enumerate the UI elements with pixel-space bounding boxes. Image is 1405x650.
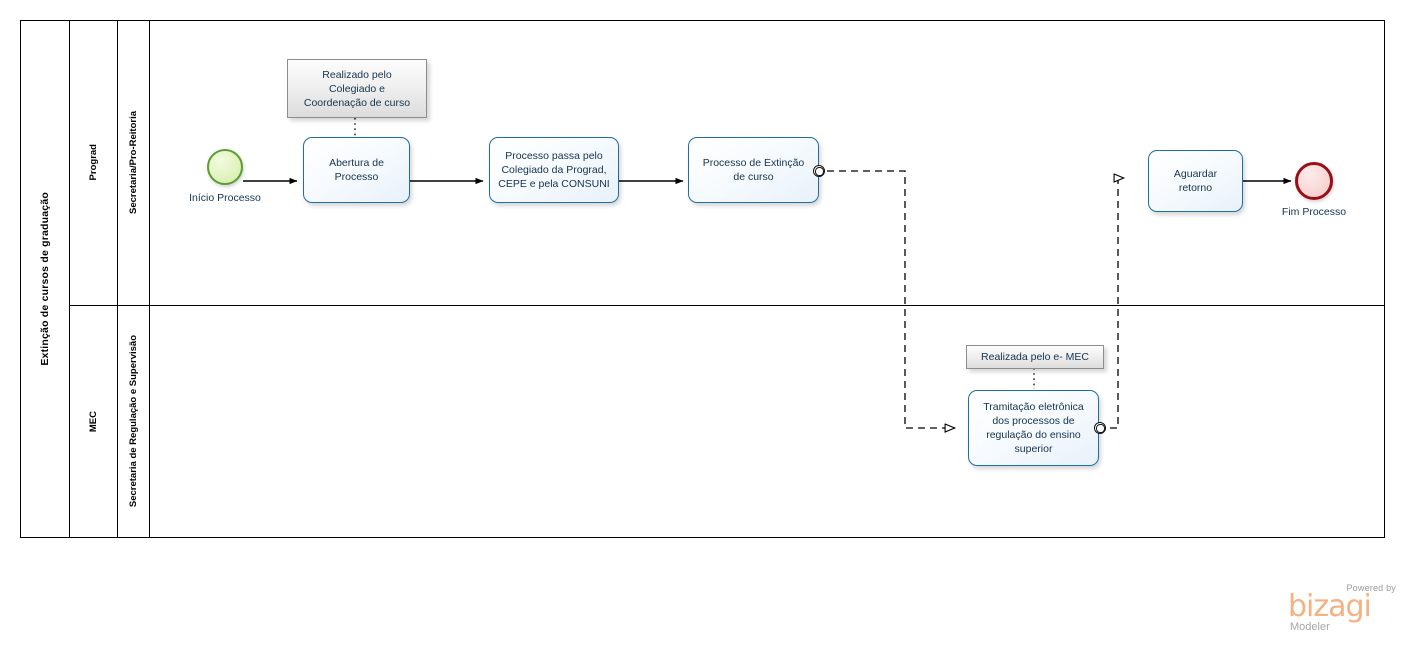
powered-by-label: Powered by [1346,583,1396,593]
annotation-label: Realizado pelo Colegiado e Coordenação d… [303,68,411,109]
task-label: Tramitação eletrônica dos processos de r… [983,401,1084,455]
annotation-realizada-pelo-e-mec: Realizada pelo e- MEC [966,345,1104,369]
pool-border [20,20,1385,538]
start-event-inicio-processo[interactable] [207,149,243,185]
task-processo-passa-pelo-colegiado[interactable]: Processo passa pelo Colegiado da Prograd… [489,137,619,203]
boundary-event-processo-extincao[interactable] [813,165,825,177]
annotation-label: Realizada pelo e- MEC [981,351,1089,363]
task-processo-de-extincao-de-curso[interactable]: Processo de Extinção de curso [688,137,819,203]
lane-divider [70,305,1385,306]
task-tramitacao-eletronica[interactable]: Tramitação eletrônica dos processos de r… [968,390,1099,466]
end-event-label: Fim Processo [1281,206,1347,218]
lane-role-cell-prograd: Secretaria/Pro-Reitoria [118,20,150,305]
message-flow-t3-to-t5 [827,170,955,428]
bizagi-logo-text: bizagi [1288,589,1372,624]
lane-role-cell-mec: Secretaria de Regulação e Supervisão [118,305,150,538]
lane-name-cell-mec: MEC [70,305,118,538]
message-flow-t5-to-t4 [1110,178,1124,429]
task-label: Abertura de Processo [329,157,384,183]
task-aguardar-retorno[interactable]: Aguardar retorno [1148,150,1243,212]
boundary-event-tramitacao-eletronica[interactable] [1094,422,1106,434]
start-event-label: Início Processo [189,192,261,204]
lane-name-cell-prograd: Prograd [70,20,118,305]
task-label: Processo de Extinção de curso [702,157,805,183]
annotation-realizado-pelo-colegiado: Realizado pelo Colegiado e Coordenação d… [287,59,427,118]
end-event-fim-processo[interactable] [1295,162,1333,200]
task-label: Processo passa pelo Colegiado da Prograd… [498,150,610,190]
pool-title-cell: Extinção de cursos de graduação [20,20,70,538]
task-label: Aguardar retorno [1173,168,1218,194]
task-abertura-de-processo[interactable]: Abertura de Processo [303,137,410,203]
bizagi-product-label: Modeler [1290,621,1330,633]
bizagi-branding: Powered by bizagi Modeler [1288,583,1398,635]
